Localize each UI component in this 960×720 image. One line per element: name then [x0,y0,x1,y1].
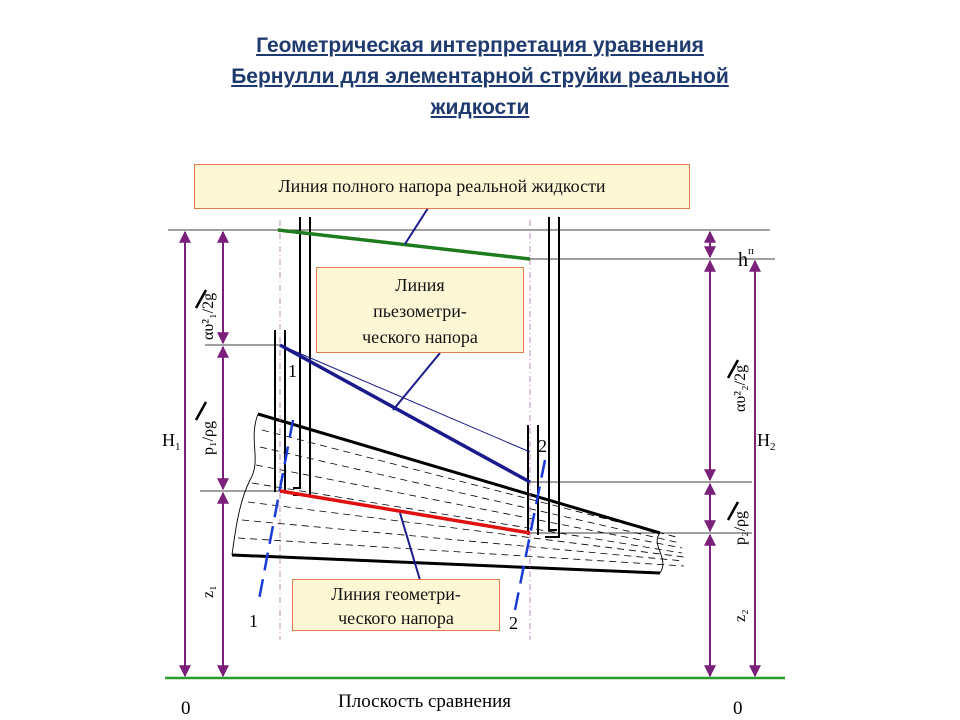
label-section-1-bottom: 1 [249,611,258,631]
geometric-head-line [279,489,531,535]
pitot-tube-2 [545,217,560,538]
callout-piezometric-line-2: пьезометри- [373,301,467,321]
piezometric-ideal-line [279,344,531,453]
leader-total-head [404,204,431,245]
leader-geometric [399,512,421,581]
fraction-bar-v2 [726,359,740,379]
tube-left-edge [231,413,259,556]
fraction-bar-p2 [726,501,740,521]
streamline [259,446,681,544]
slide-title: Геометрическая интерпретация уравнения Б… [0,30,960,123]
total-head-line [277,228,531,261]
label-section-2-bottom: 2 [509,613,518,633]
callout-piezometric-line-3: ческого напора [362,327,478,347]
label-v2-over-2g: αυ²₂/2g [732,365,749,412]
tube-top-wall [257,412,661,535]
label-section-2-top: 2 [538,436,547,456]
section-1-cut [256,419,295,606]
title-line-2: Бернулли для элементарной струйки реальн… [231,65,729,88]
streamlines [237,429,685,567]
streamline [241,519,685,562]
callout-geometric-line-2: ческого напора [338,608,454,628]
tube-bottom-wall [231,553,661,575]
label-section-1-top: 1 [288,361,297,381]
stream-tube [231,412,685,575]
label-zero-right: 0 [733,698,743,719]
streamline [255,464,683,549]
leader-piezometric [392,352,441,411]
title-line-1: Геометрическая интерпретация уравнения [256,34,704,57]
fraction-bar-v1 [194,289,208,309]
label-p1-over-rho-g: p₁/ρg [200,421,217,455]
label-p2-over-rho-g: p₂/ρg [732,511,749,545]
label-H1: H1 [162,430,181,453]
title-line-3: жидкости [430,96,530,119]
callout-piezometric-line-1: Линия [395,275,445,295]
streamline [247,501,685,558]
label-plane: Плоскость сравнения [338,691,511,712]
piezometer-1 [274,330,286,492]
streamline [237,537,685,567]
reference-lines [168,229,775,534]
label-H2: H2 [757,430,776,453]
tube-right-edge [656,532,664,574]
piezometric-head-line [279,343,531,484]
callout-geometric: Линия геометри- ческого напора [292,579,500,631]
fraction-bar-p1 [194,401,208,421]
callout-total-head-text: Линия полного напора реальной жидкости [278,176,606,196]
callout-piezometric: Линия пьезометри- ческого напора [316,267,524,353]
piezometer-1-tube [274,330,286,492]
label-v1-over-2g: αυ²₁/2g [200,293,217,340]
streamline [251,482,683,554]
label-h-loss: hп [738,245,754,271]
pitot-tube-2-tube [545,217,560,538]
callout-total-head: Линия полного напора реальной жидкости [194,164,690,209]
label-z2: z₂ [732,609,749,622]
label-zero-left: 0 [181,698,191,719]
callout-geometric-line-1: Линия геометри- [331,584,461,604]
label-z1: z₁ [200,585,217,598]
